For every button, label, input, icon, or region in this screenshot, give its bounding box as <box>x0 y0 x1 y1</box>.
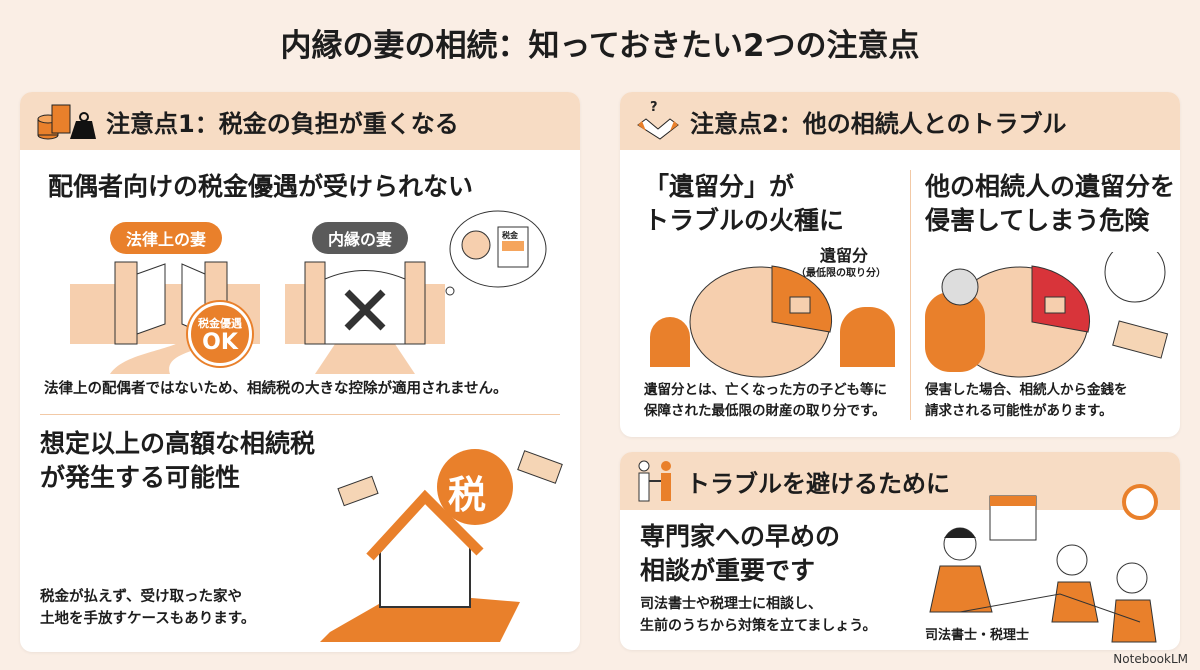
point1-header-text: 注意点1：税金の負担が重くなる <box>106 109 459 138</box>
pie-sublabel: （最低限の取り分） <box>796 268 886 279</box>
avoid-heading: 専門家への早めの 相談が重要です <box>640 520 840 588</box>
label-common-law-wife: 内縁の妻 <box>312 222 409 254</box>
section-divider <box>40 414 560 415</box>
left-text-line2: 保障された最低限の財産の取り分です。 <box>644 402 886 419</box>
label-legal-wife: 法律上の妻 <box>110 222 223 254</box>
section2-heading: 想定以上の高額な相続税 が発生する可能性 <box>40 427 315 495</box>
svg-text:?: ? <box>650 100 658 115</box>
point2-card: ? 注意点2：他の相続人とのトラブル 「遺留分」が トラブルの火種に 遺留分 （… <box>620 92 1180 437</box>
section2-heading-line2: が発生する可能性 <box>40 462 241 492</box>
section2-heading-line1: 想定以上の高額な相続税 <box>40 429 316 458</box>
right-text-line1: 侵害した場合、相続人から金銭を <box>925 382 1128 398</box>
avoid-text-line2: 生前のうちから対策を立てましょう。 <box>640 617 877 634</box>
avoid-text-line1: 司法書士や税理士に相談し、 <box>640 596 822 612</box>
expert-caption: 司法書士・税理士 <box>925 628 1030 643</box>
left-heading: 「遺留分」が トラブルの火種に <box>644 170 844 238</box>
right-heading-line1: 他の相続人の遺留分を <box>925 172 1176 201</box>
avoid-trouble-card: トラブルを避けるために 専門家への早めの 相談が重要です 司法書士や税理士に相談… <box>620 452 1180 650</box>
reserved-portion-pie-chart <box>689 265 833 378</box>
boy-figure <box>840 307 895 367</box>
point1-card: 注意点1：税金の負担が重くなる 配偶者向けの税金優遇が受けられない 法律上の妻 … <box>20 92 580 652</box>
pie-label: 遺留分 <box>820 246 869 265</box>
avoid-header: トラブルを避けるために <box>620 452 1180 510</box>
tax-benefit-ok-badge: 税金優遇 OK <box>188 302 252 366</box>
avoid-text: 司法書士や税理士に相談し、 生前のうちから対策を立てましょう。 <box>640 594 876 637</box>
closed-gate-illustration <box>285 261 445 374</box>
avoid-heading-line2: 相談が重要です <box>640 555 816 585</box>
point1-header: 注意点1：税金の負担が重くなる <box>20 92 580 150</box>
badge-bottom-text: OK <box>202 330 238 355</box>
section2-text-line2: 土地を手放すケースもあります。 <box>40 611 256 628</box>
left-heading-line1: 「遺留分」が <box>644 172 795 201</box>
section1-text: 法律上の配偶者ではないため、相続税の大きな控除が適用されません。 <box>44 381 508 397</box>
left-text: 遺留分とは、亡くなった方の子ども等に 保障された最低限の財産の取り分です。 <box>644 380 887 422</box>
handshake-question-icon: ? <box>637 100 679 140</box>
right-heading-line2: 侵害してしまう危険 <box>925 205 1150 235</box>
coins-weight-icon <box>37 104 96 140</box>
notebooklm-watermark: NotebookLM <box>1113 652 1188 666</box>
column-divider <box>910 170 911 420</box>
avoid-heading-line1: 専門家への早めの <box>640 522 841 551</box>
tax-document-label: 税金 <box>502 231 518 240</box>
left-text-line1: 遺留分とは、亡くなった方の子ども等に <box>644 382 887 398</box>
page-title: 内縁の妻の相続：知っておきたい2つの注意点 <box>280 28 920 64</box>
tax-character: 税 <box>448 473 487 517</box>
people-meeting-icon <box>638 460 671 502</box>
right-heading: 他の相続人の遺留分を 侵害してしまう危険 <box>925 170 1175 238</box>
section2-text: 税金が払えず、受け取った家や 土地を手放すケースもあります。 <box>40 586 255 631</box>
section2-text-line1: 税金が払えず、受け取った家や <box>40 589 242 605</box>
infringed-pie-chart <box>925 252 1169 378</box>
consultation-illustration <box>929 484 1158 643</box>
badge-top-text: 税金優遇 <box>198 317 242 330</box>
girl-figure <box>650 317 690 367</box>
right-text: 侵害した場合、相続人から金銭を 請求される可能性があります。 <box>925 380 1128 422</box>
left-heading-line2: トラブルの火種に <box>644 205 845 235</box>
point2-header-text: 注意点2：他の相続人とのトラブル <box>690 109 1067 138</box>
section1-heading: 配偶者向けの税金優遇が受けられない <box>48 172 474 201</box>
point2-header: ? 注意点2：他の相続人とのトラブル <box>620 92 1180 150</box>
right-text-line2: 請求される可能性があります。 <box>925 402 1113 419</box>
avoid-header-text: トラブルを避けるために <box>686 469 950 498</box>
house-tax-illustration <box>320 449 563 642</box>
worried-thought-bubble-icon <box>445 210 547 296</box>
